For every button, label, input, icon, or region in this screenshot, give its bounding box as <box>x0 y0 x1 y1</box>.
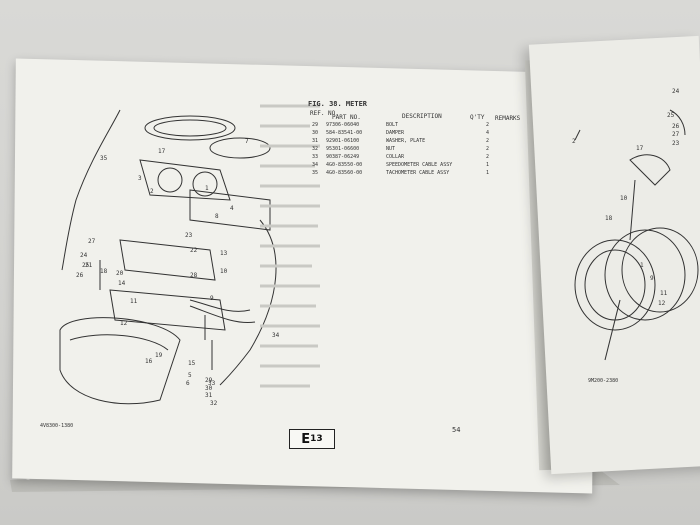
callout-number: 8 <box>215 213 219 220</box>
callout-number: 29 <box>205 377 213 384</box>
callout-number: 25 <box>667 112 675 119</box>
callout-number: 21 <box>85 262 93 269</box>
callout-number: 17 <box>636 145 644 152</box>
callout-number: 12 <box>658 300 666 307</box>
callout-number: 31 <box>205 392 213 399</box>
callout-number: 14 <box>118 280 126 287</box>
callout-number: 22 <box>190 247 198 254</box>
callout-number: 6 <box>186 380 190 387</box>
col-remarks: REMARKS <box>495 115 521 122</box>
callout-number: 27 <box>88 238 96 245</box>
meter-exploded-diagram <box>59 109 277 405</box>
callout-number: 18 <box>605 215 613 222</box>
col-description: DESCRIPTION <box>402 113 442 120</box>
callout-number: 16 <box>145 358 153 365</box>
callout-number: 19 <box>155 352 163 359</box>
callout-number: 18 <box>100 268 108 275</box>
right-figure-code: 9M200-2380 <box>588 378 619 384</box>
callout-number: 35 <box>100 155 108 162</box>
callout-number: 26 <box>76 272 84 279</box>
headlight-exploded-diagram <box>574 109 699 361</box>
callout-number: 24 <box>672 88 680 95</box>
callout-number: 2 <box>572 138 576 145</box>
callout-number: 23 <box>185 232 193 239</box>
callout-number: 26 <box>672 123 680 130</box>
section-number: 13 <box>310 434 323 444</box>
callout-number: 24 <box>80 252 88 259</box>
callout-number: 2 <box>150 188 154 195</box>
callout-number: 1 <box>205 185 209 192</box>
callout-number: 10 <box>220 268 228 275</box>
callout-number: 15 <box>188 360 196 367</box>
callout-number: 9 <box>650 275 654 282</box>
figure-title: FIG. 38. METER <box>308 100 368 108</box>
callout-number: 13 <box>220 250 228 257</box>
callout-number: 9 <box>210 295 214 302</box>
callout-number: 7 <box>245 138 249 145</box>
page-number: 54 <box>452 426 461 434</box>
callout-number: 20 <box>116 270 124 277</box>
callout-number: 30 <box>205 385 213 392</box>
col-part-no: PART NO. <box>332 114 361 121</box>
callout-number: 5 <box>188 372 192 379</box>
col-qty: Q'TY <box>470 114 485 121</box>
callout-number: 32 <box>210 400 218 407</box>
callout-number: 11 <box>660 290 668 297</box>
left-figure-code: 4V8300-1380 <box>40 423 74 429</box>
callout-number: 25 <box>82 262 90 269</box>
callout-number: 11 <box>130 298 138 305</box>
callout-number: 1 <box>640 262 644 269</box>
bleed-through-text <box>260 104 320 388</box>
callout-number: 3 <box>138 175 142 182</box>
callout-number: 12 <box>120 320 128 327</box>
callout-number: 27 <box>672 131 680 138</box>
callout-number: 34 <box>272 332 280 339</box>
callout-number: 33 <box>208 380 216 387</box>
col-ref-no: REF. NO. <box>310 110 339 117</box>
callout-number: 10 <box>620 195 628 202</box>
callout-number: 28 <box>190 272 198 279</box>
section-letter: E <box>301 431 311 447</box>
callout-number: 17 <box>158 148 166 155</box>
callout-number: 4 <box>230 205 234 212</box>
callout-number: 23 <box>672 140 680 147</box>
